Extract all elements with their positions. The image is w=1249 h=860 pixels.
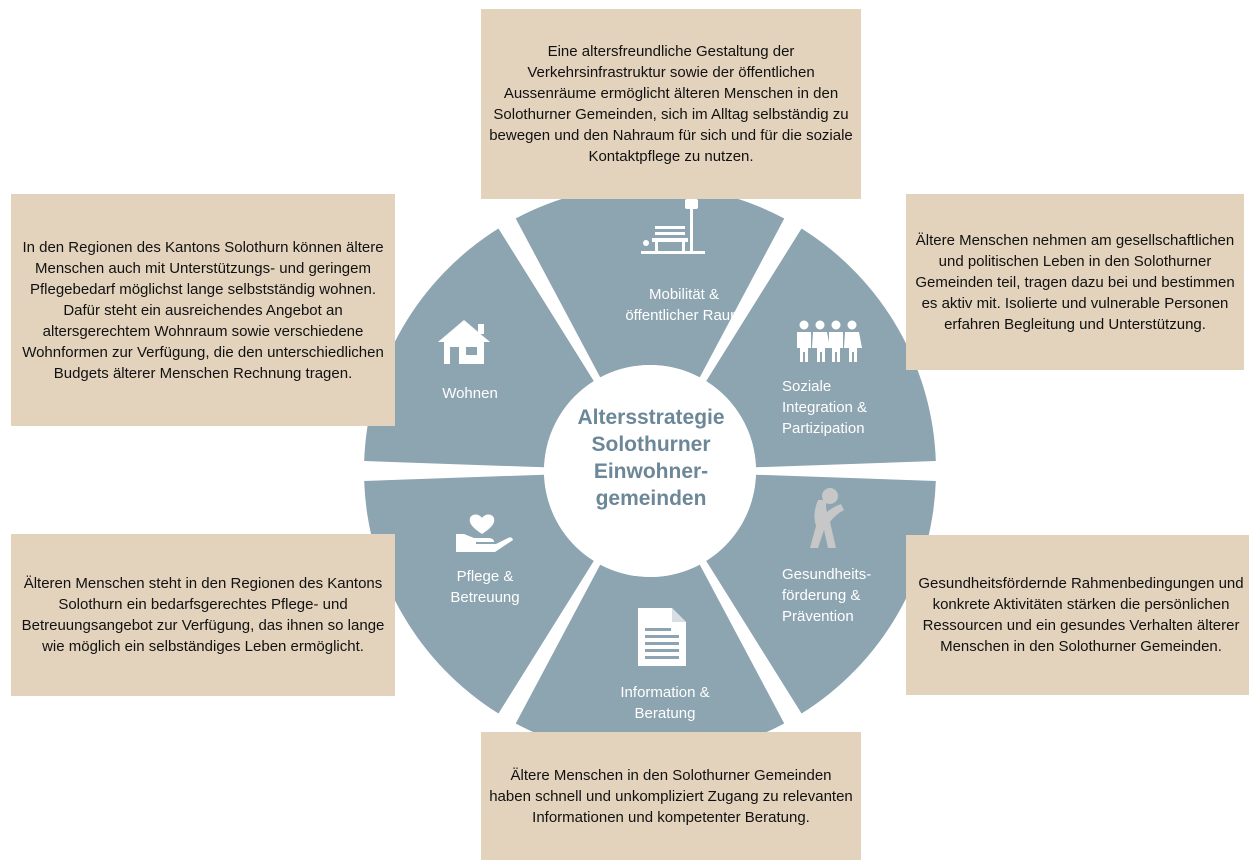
- segment-label-line: öffentlicher Raum: [625, 307, 743, 324]
- segment-label-wohnen: Wohnen: [420, 383, 520, 404]
- description-text: Gesundheitsfördernde Rahmenbedingungen u…: [918, 575, 1244, 655]
- segment-label-soziale: Soziale Integration & Partizipation: [782, 376, 922, 439]
- segment-label-information: Information & Beratung: [590, 682, 740, 724]
- house-icon: [438, 320, 490, 364]
- segment-label-line: Prävention: [782, 608, 854, 625]
- description-box-soziale: Ältere Menschen nehmen am gesellschaftli…: [906, 194, 1244, 370]
- description-box-mobilitaet: Eine altersfreundliche Gestaltung der Ve…: [481, 9, 861, 199]
- segment-label-line: Beratung: [634, 705, 696, 722]
- segment-label-gesundheit: Gesundheits- förderung & Prävention: [782, 564, 912, 627]
- wheel-segment-gesundheit: [706, 474, 936, 714]
- document-icon: [638, 608, 686, 666]
- center-title-line: Altersstrategie: [577, 406, 725, 429]
- wheel-segment-mobilitaet: [515, 185, 785, 378]
- bench-lamp-icon: [641, 199, 705, 254]
- segment-label-line: Wohnen: [442, 385, 498, 402]
- center-title-line: Solothurner: [591, 433, 711, 456]
- description-text: Ältere Menschen nehmen am gesellschaftli…: [915, 231, 1235, 333]
- stretching-person-icon: [810, 488, 844, 548]
- description-text: Älteren Menschen steht in den Regionen d…: [21, 575, 385, 655]
- center-title: Altersstrategie Solothurner Einwohner- g…: [546, 404, 756, 512]
- description-box-gesundheit: Gesundheitsfördernde Rahmenbedingungen u…: [906, 535, 1249, 695]
- segment-label-line: Betreuung: [450, 589, 520, 606]
- center-circle: [544, 365, 756, 577]
- segment-label-pflege: Pflege & Betreuung: [420, 566, 550, 608]
- segment-label-mobilitaet: Mobilität & öffentlicher Raum: [596, 284, 772, 326]
- description-text: Eine altersfreundliche Gestaltung der Ve…: [489, 43, 853, 165]
- description-text: Ältere Menschen in den Solothurner Gemei…: [489, 766, 853, 826]
- wheel-segment-pflege: [364, 474, 594, 714]
- segment-label-line: Information &: [620, 684, 710, 701]
- description-box-pflege: Älteren Menschen steht in den Regionen d…: [11, 534, 395, 696]
- segment-label-line: Gesundheits-: [782, 566, 872, 583]
- heart-hand-icon: [456, 514, 513, 552]
- center-title-line: gemeinden: [595, 487, 707, 510]
- center-title-line: Einwohner-: [593, 460, 709, 483]
- description-text: In den Regionen des Kantons Solothurn kö…: [22, 238, 384, 382]
- segment-label-line: Integration &: [782, 399, 868, 416]
- segment-label-line: Partizipation: [782, 420, 865, 437]
- segment-label-line: förderung &: [782, 587, 861, 604]
- description-box-wohnen: In den Regionen des Kantons Solothurn kö…: [11, 194, 395, 426]
- people-group-icon: [797, 320, 862, 362]
- description-box-information: Ältere Menschen in den Solothurner Gemei…: [481, 732, 861, 860]
- segment-label-line: Soziale: [782, 378, 832, 395]
- segment-label-line: Pflege &: [456, 568, 514, 585]
- segment-label-line: Mobilität &: [648, 286, 720, 303]
